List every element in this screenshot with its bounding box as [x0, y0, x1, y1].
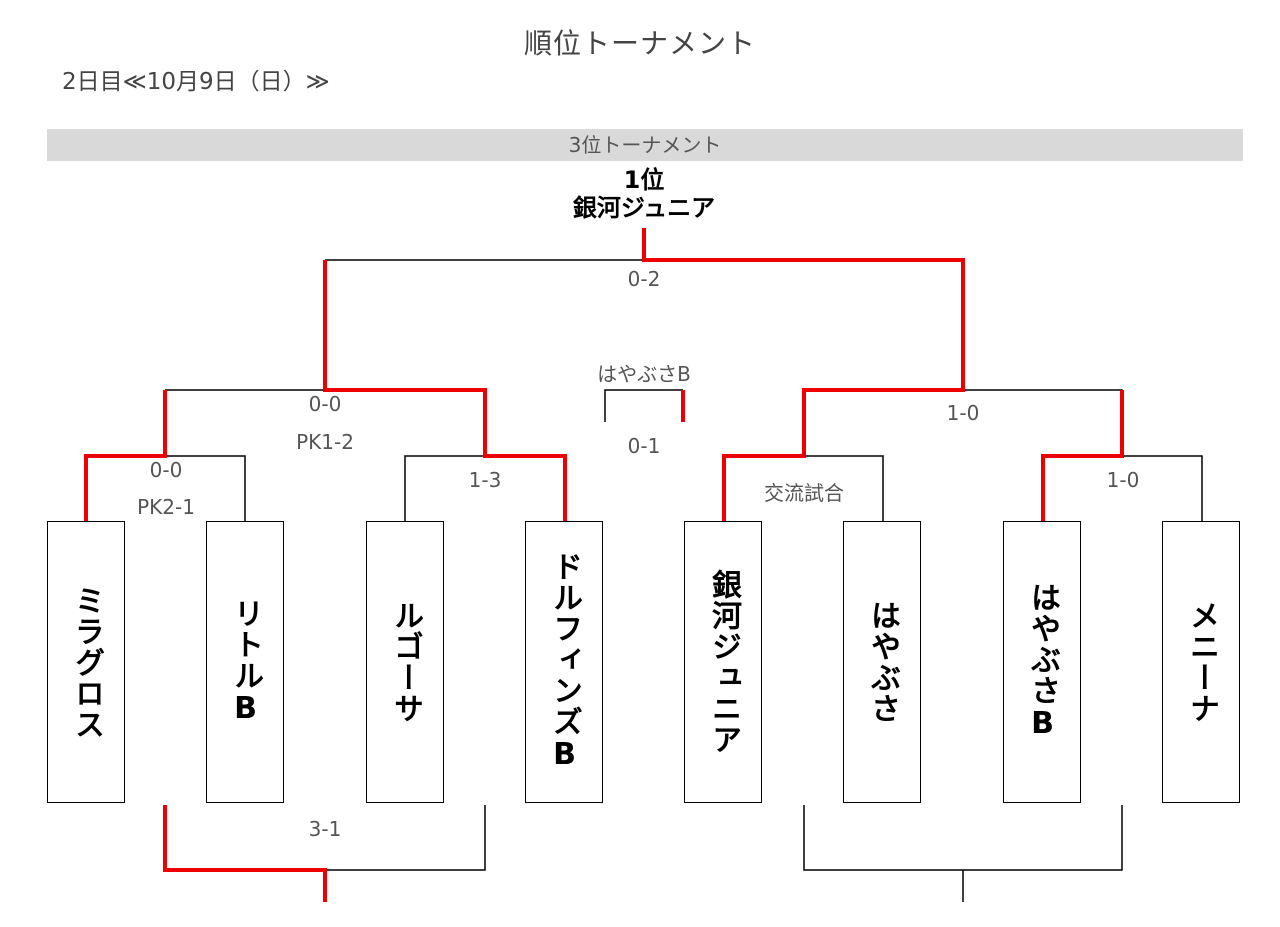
winner-rank: 1位 [623, 166, 665, 194]
team-name: メニーナ [1184, 600, 1219, 724]
team-box-8: メニーナ [1162, 521, 1240, 803]
bottom-right-line [803, 805, 1123, 902]
team-name: ルゴーサ [388, 600, 423, 724]
score-semi-left: 0-0 [308, 392, 342, 416]
score-qf2: 1-3 [468, 468, 502, 492]
team-box-4: ドルフィンズB [525, 521, 603, 803]
team-box-3: ルゴーサ [366, 521, 444, 803]
team-name: リトルB [228, 597, 263, 727]
score-semi-right: 1-0 [946, 401, 980, 425]
extra-match-line [604, 389, 683, 422]
team-box-1: ミラグロス [47, 521, 125, 803]
team-name: 銀河ジュニア [706, 569, 741, 755]
score-final: 0-2 [627, 267, 661, 291]
winner-path-final [642, 228, 965, 521]
page-title: 順位トーナメント [523, 27, 756, 60]
score-bottom-left: 3-1 [308, 817, 342, 841]
team-name: はやぶさB [1025, 582, 1060, 742]
winner-path-left [323, 260, 567, 521]
date-label: 2日目≪10月9日（日）≫ [62, 69, 330, 95]
winner-path-qf4 [1041, 390, 1124, 521]
team-name: ミラグロス [69, 584, 104, 740]
score-qf4: 1-0 [1106, 468, 1140, 492]
team-box-7: はやぶさB [1003, 521, 1081, 803]
third-place-banner: 3位トーナメント [47, 129, 1243, 161]
score-qf1-pk: PK2-1 [137, 495, 195, 519]
winner-name: 銀河ジュニア [572, 194, 716, 222]
score-qf1: 0-0 [149, 458, 183, 482]
team-box-2: リトルB [206, 521, 284, 803]
score-semi-left-pk: PK1-2 [296, 430, 354, 454]
winner-path-qf1 [84, 390, 167, 521]
extra-match-team: はやぶさB [597, 362, 691, 386]
bottom-left-line [325, 805, 486, 871]
score-qf3: 交流試合 [764, 481, 844, 505]
score-extra-match: 0-1 [627, 434, 661, 458]
team-name: はやぶさ [865, 600, 900, 724]
winner-path-bottom-left [163, 805, 327, 902]
team-box-6: はやぶさ [843, 521, 921, 803]
team-name: ドルフィンズB [547, 551, 582, 773]
team-box-5: 銀河ジュニア [684, 521, 762, 803]
